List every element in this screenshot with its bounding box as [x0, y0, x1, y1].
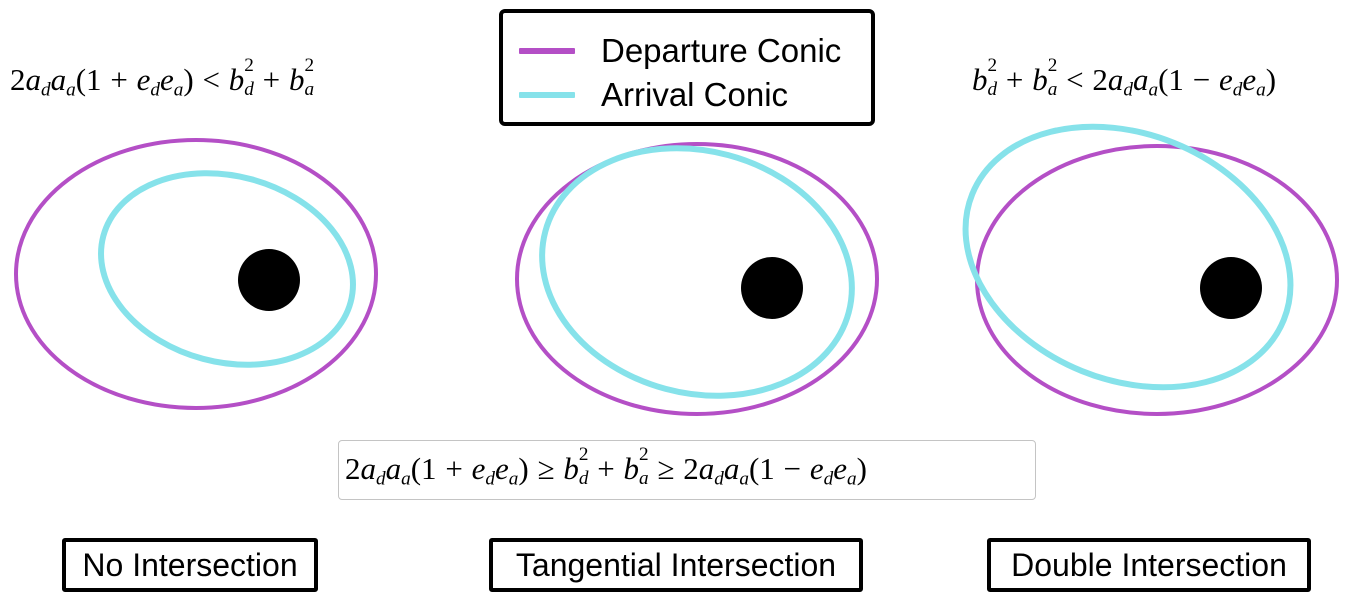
case-label-text: No Intersection — [82, 546, 298, 583]
central-body — [741, 257, 803, 319]
departure-conic — [14, 138, 378, 410]
case-label-tangential-intersection: Tangential Intersection — [489, 538, 863, 592]
arrival-swatch — [519, 92, 575, 98]
legend: Departure Conic Arrival Conic — [499, 9, 875, 126]
departure-conic — [975, 144, 1339, 416]
case-label-double-intersection: Double Intersection — [987, 538, 1311, 592]
arrival-conic — [539, 145, 855, 399]
panel-double-intersection — [962, 123, 1339, 416]
departure-conic — [515, 142, 879, 416]
central-body — [238, 249, 300, 311]
panel-tangential-intersection — [515, 142, 879, 416]
legend-label-arrival: Arrival Conic — [601, 76, 789, 113]
case-label-no-intersection: No Intersection — [62, 538, 318, 592]
panel-no-intersection — [14, 138, 378, 410]
case-label-text: Double Intersection — [1011, 546, 1287, 583]
condition-tangential-box — [338, 440, 1036, 500]
legend-item-arrival: Arrival Conic — [519, 76, 789, 113]
legend-item-departure: Departure Conic — [519, 32, 842, 69]
case-label-text: Tangential Intersection — [515, 546, 837, 583]
arrival-conic — [962, 123, 1294, 391]
legend-label-departure: Departure Conic — [601, 32, 842, 69]
central-body — [1200, 257, 1262, 319]
arrival-conic — [98, 170, 356, 368]
departure-swatch — [519, 48, 575, 54]
